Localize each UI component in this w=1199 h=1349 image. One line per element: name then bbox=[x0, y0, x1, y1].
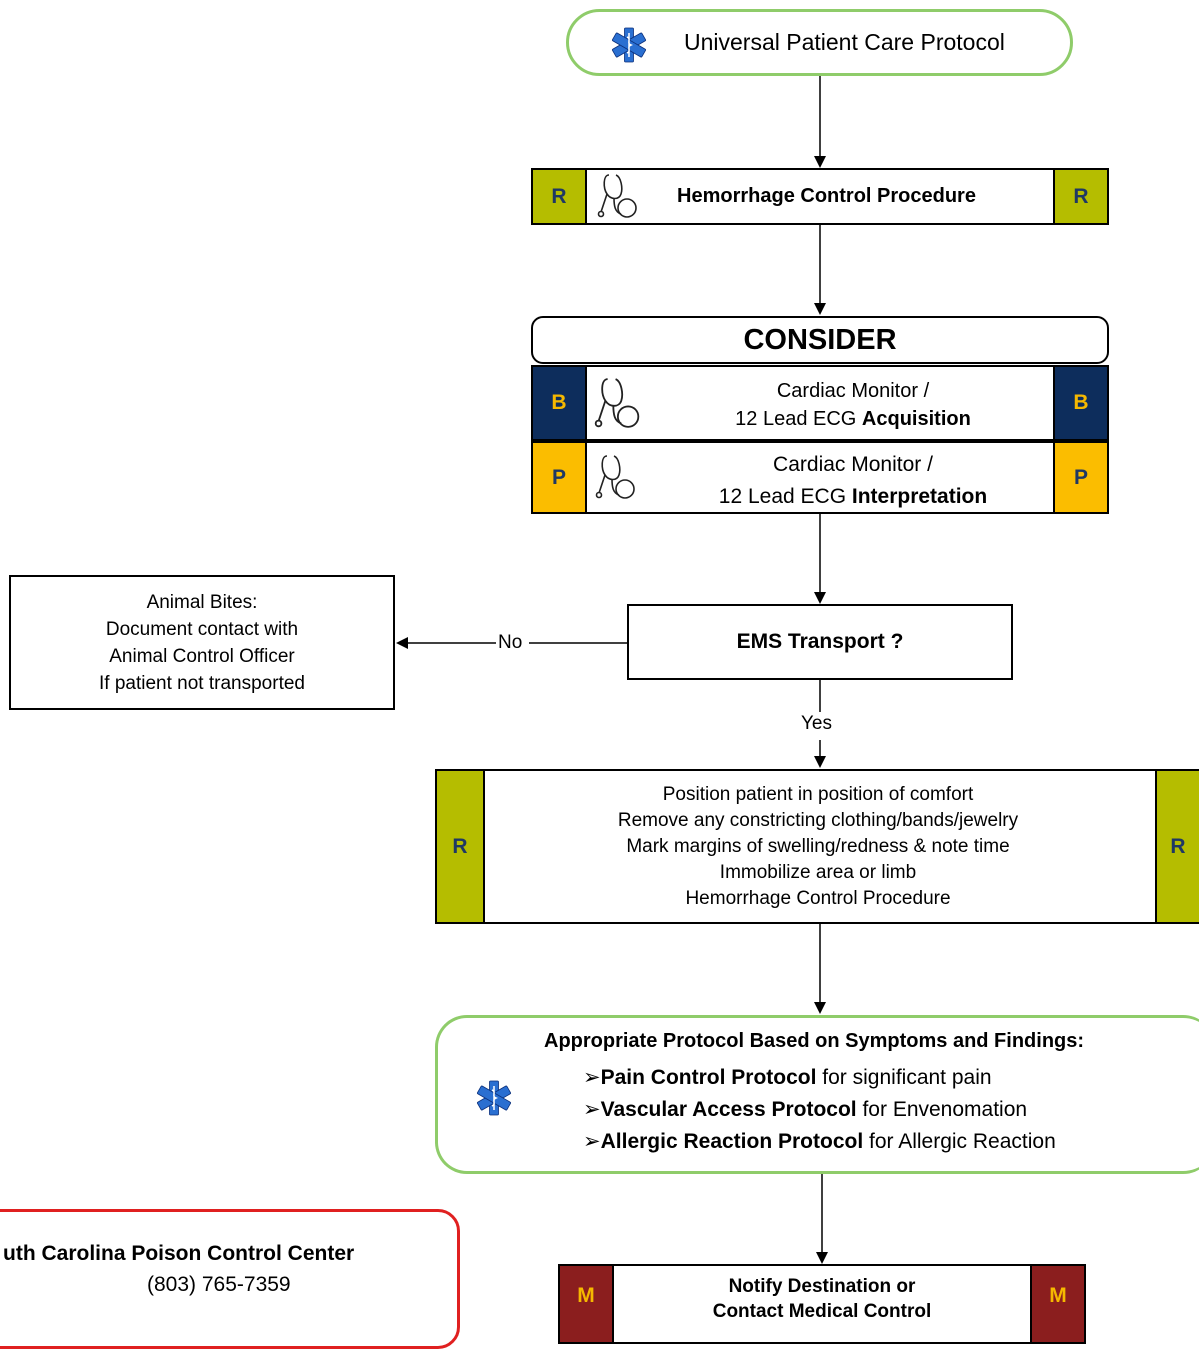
hemorrhage-control-node: Hemorrhage Control Procedure bbox=[531, 168, 1109, 225]
protocol-name: Pain Control Protocol bbox=[600, 1066, 817, 1089]
animal-bites-line: Document contact with bbox=[105, 618, 299, 640]
poison-control-box: uth Carolina Poison Control Center (803)… bbox=[0, 1209, 460, 1349]
level-badge-left: P bbox=[531, 441, 587, 514]
universal-patient-care-label: Universal Patient Care Protocol bbox=[684, 29, 1005, 55]
consider-header: CONSIDER bbox=[531, 316, 1109, 364]
appropriate-protocols-node: Appropriate Protocol Based on Symptoms a… bbox=[435, 1015, 1199, 1174]
level-badge-right: P bbox=[1053, 441, 1109, 514]
poison-control-name: uth Carolina Poison Control Center bbox=[3, 1242, 355, 1265]
protocol-item: ➢Pain Control Protocol for significant p… bbox=[583, 1066, 992, 1089]
level-badge-right: R bbox=[1053, 168, 1109, 225]
animal-bites-node: Animal Bites: Document contact with Anim… bbox=[9, 575, 395, 710]
care-line: Mark margins of swelling/redness & note … bbox=[626, 835, 1010, 857]
animal-bites-line: If patient not transported bbox=[99, 672, 305, 694]
protocol-name: Allergic Reaction Protocol bbox=[600, 1130, 864, 1153]
level-badge-left: R bbox=[435, 769, 485, 924]
animal-bites-line: Animal Bites: bbox=[146, 591, 258, 613]
acquisition-emphasis: Acquisition bbox=[861, 408, 971, 430]
poison-control-phone: (803) 765-7359 bbox=[147, 1273, 291, 1296]
ems-transport-decision: EMS Transport ? bbox=[627, 604, 1013, 680]
level-badge-left: R bbox=[531, 168, 587, 225]
care-line: Immobilize area or limb bbox=[719, 861, 917, 883]
consider-title: CONSIDER bbox=[743, 323, 897, 356]
care-line: Position patient in position of comfort bbox=[662, 783, 974, 805]
protocols-heading: Appropriate Protocol Based on Symptoms a… bbox=[544, 1030, 1085, 1052]
animal-bites-line: Animal Control Officer bbox=[109, 645, 295, 667]
level-badge-left: M bbox=[558, 1264, 614, 1344]
care-instructions-node: Position patient in position of comfort … bbox=[435, 769, 1199, 924]
notify-line1: Notify Destination or bbox=[728, 1276, 916, 1297]
yes-branch-label: Yes bbox=[801, 713, 832, 734]
care-line: Hemorrhage Control Procedure bbox=[685, 887, 951, 909]
interpretation-line1: Cardiac Monitor / bbox=[773, 453, 933, 476]
acquisition-line1: Cardiac Monitor / bbox=[776, 380, 930, 402]
acquisition-line2: 12 Lead ECG bbox=[735, 408, 862, 430]
interpretation-emphasis: Interpretation bbox=[851, 485, 988, 508]
protocol-item: ➢Allergic Reaction Protocol for Allergic… bbox=[583, 1130, 1056, 1153]
protocol-name: Vascular Access Protocol bbox=[600, 1098, 857, 1121]
interpretation-line2: 12 Lead ECG bbox=[718, 485, 852, 508]
stethoscope-icon bbox=[594, 374, 644, 432]
star-of-life-icon bbox=[609, 25, 649, 70]
level-badge-right: M bbox=[1030, 1264, 1086, 1344]
star-of-life-icon bbox=[474, 1078, 514, 1123]
no-branch-label: No bbox=[498, 632, 523, 654]
universal-patient-care-node: Universal Patient Care Protocol bbox=[566, 9, 1073, 76]
ems-transport-label: EMS Transport ? bbox=[736, 630, 904, 653]
hemorrhage-control-label: Hemorrhage Control Procedure bbox=[677, 185, 976, 207]
level-badge-right: R bbox=[1155, 769, 1199, 924]
care-line: Remove any constricting clothing/bands/j… bbox=[617, 809, 1019, 831]
stethoscope-icon bbox=[595, 453, 639, 501]
notify-destination-node: Notify Destination or Contact Medical Co… bbox=[558, 1264, 1086, 1344]
ecg-interpretation-node: Cardiac Monitor / 12 Lead ECG Interpreta… bbox=[531, 441, 1109, 514]
notify-line2: Contact Medical Control bbox=[712, 1301, 932, 1322]
protocol-item: ➢Vascular Access Protocol for Envenomati… bbox=[583, 1098, 1028, 1121]
ecg-acquisition-node: Cardiac Monitor / 12 Lead ECG Acquisitio… bbox=[531, 365, 1109, 441]
stethoscope-icon bbox=[597, 172, 641, 220]
level-badge-right: B bbox=[1053, 365, 1109, 441]
level-badge-left: B bbox=[531, 365, 587, 441]
